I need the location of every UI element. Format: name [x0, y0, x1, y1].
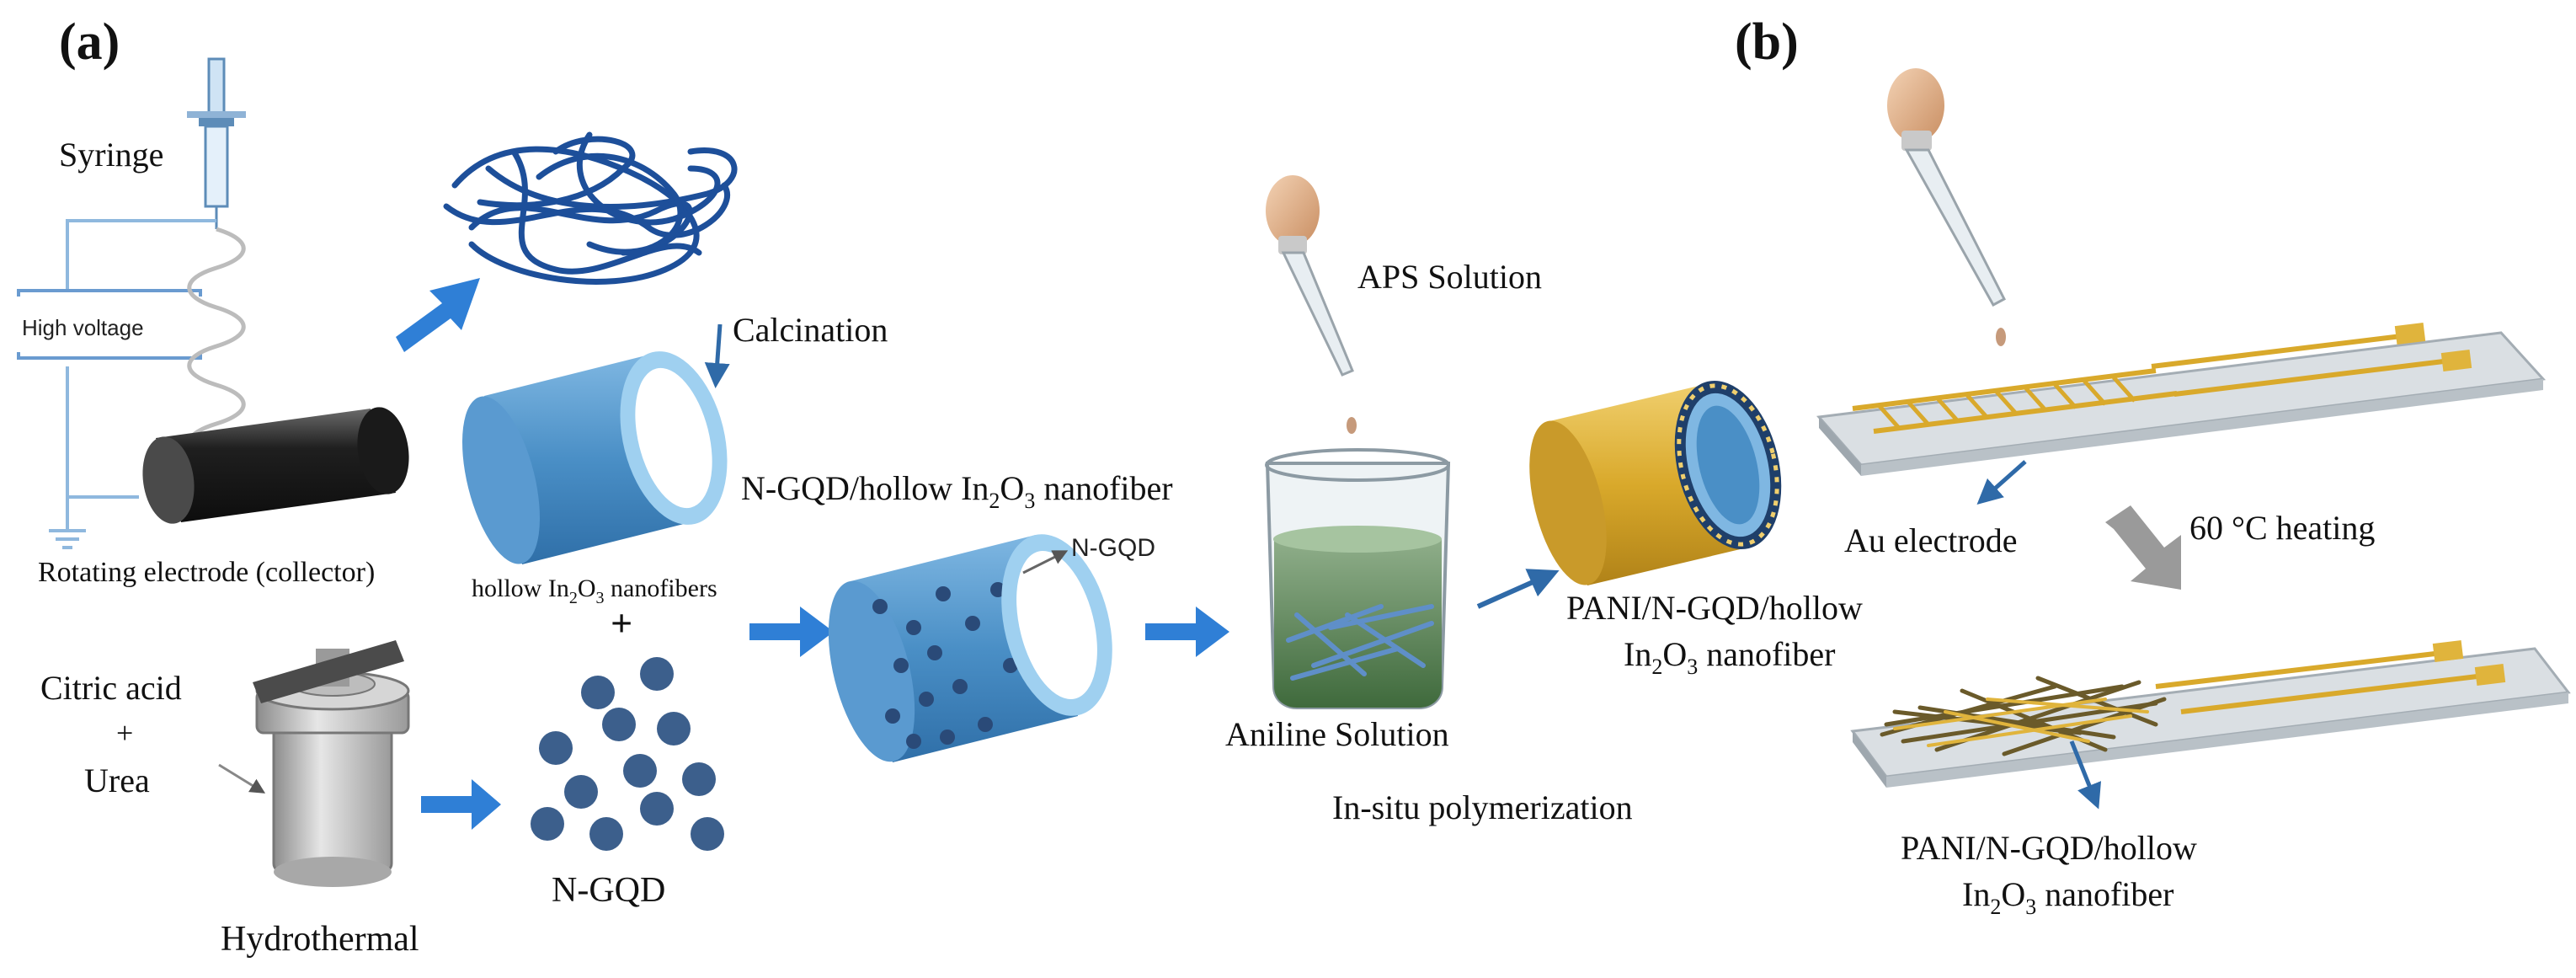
ngqd-hollow-label: N-GQD/hollow In2O3 nanofiber [741, 469, 1173, 513]
calcination-arrow [704, 323, 730, 388]
nanofiber-web [443, 131, 738, 285]
high-voltage-label: High voltage [22, 315, 144, 340]
calcination-label: Calcination [733, 311, 888, 349]
arrow-to-pani-tube [1476, 569, 1560, 609]
syringe-label: Syringe [59, 136, 163, 174]
arrow-to-beaker [1145, 607, 1229, 657]
pani-b-pointer [2069, 740, 2102, 810]
dropper-b-icon [1887, 68, 2007, 346]
syringe-icon [187, 57, 246, 229]
ngqd-pointer-label: N-GQD [1071, 534, 1155, 562]
pani-label-line1: PANI/N-GQD/hollow [1566, 589, 1863, 627]
au-electrode-pointer [1976, 460, 2027, 505]
ngqd-decorated-tube [828, 534, 1112, 762]
ngqd-label: N-GQD [552, 871, 665, 910]
au-electrode-coated [1850, 640, 2571, 788]
ngqd-particles [531, 657, 724, 851]
plus-sign: + [611, 601, 632, 644]
hollow-nanofibers-label: hollow In2O3 nanofibers [472, 575, 717, 607]
electrospinning-setup: Syringe High voltage Rotating electrode … [17, 57, 409, 588]
panel-label-b: (b) [1735, 13, 1799, 71]
arrow-to-nanofiber-web [396, 278, 480, 352]
in-situ-label: In-situ polymerization [1332, 788, 1633, 826]
reagent-arrow [218, 763, 266, 794]
dropper-icon [1266, 175, 1357, 434]
polymer-jet [187, 227, 246, 462]
rotating-electrode-label: Rotating electrode (collector) [38, 557, 375, 588]
au-electrode-label: Au electrode [1844, 521, 2017, 559]
circuit-wire [49, 219, 216, 549]
aniline-solution-label: Aniline Solution [1225, 715, 1449, 753]
panel-label-a: (a) [59, 13, 120, 71]
aps-solution-label: APS Solution [1357, 258, 1542, 296]
ngqd-pointer-line [1022, 550, 1069, 575]
heating-arrow [2105, 505, 2181, 590]
hollow-in2o3-nanofiber [462, 351, 728, 564]
arrow-to-ngqd [421, 779, 501, 830]
au-electrode-bare [1816, 323, 2547, 476]
arrow-to-decorated-tube [749, 607, 834, 657]
heating-label: 60 °C heating [2189, 509, 2375, 547]
pani-b-label-line1: PANI/N-GQD/hollow [1901, 829, 2197, 867]
citric-acid-label: Citric acid [40, 669, 182, 707]
rotating-collector [142, 407, 409, 524]
pani-b-label-line2: In2O3 nanofiber [1962, 875, 2173, 919]
beaker-icon [1265, 448, 1451, 709]
urea-label: Urea [84, 762, 150, 799]
high-voltage-source: High voltage [17, 289, 202, 360]
pani-coated-tube [1529, 380, 1782, 585]
pani-label-line2: In2O3 nanofiber [1624, 635, 1835, 679]
plus-small: + [116, 716, 133, 750]
hydrothermal-label: Hydrothermal [221, 920, 419, 959]
autoclave-icon [253, 640, 410, 887]
